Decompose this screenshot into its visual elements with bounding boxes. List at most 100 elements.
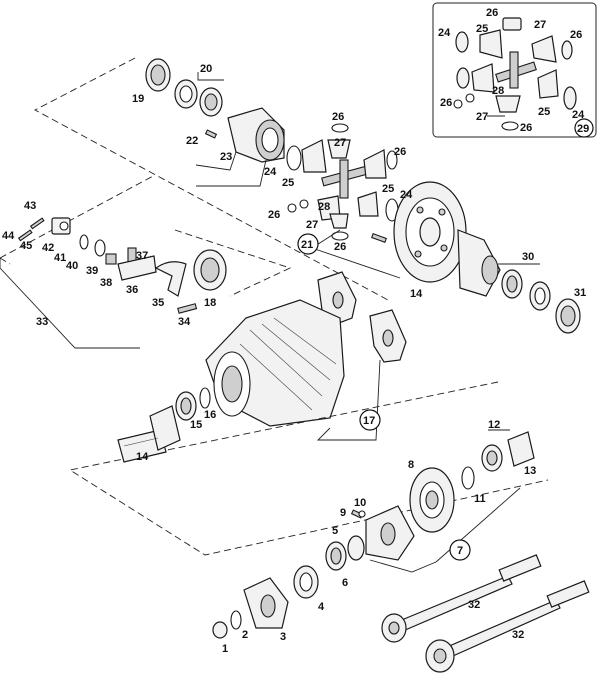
ring-gear-part-19 [145,58,171,92]
inset-label-26: 26 [570,29,582,41]
washer-right [386,150,398,170]
inset-label-24: 24 [572,109,585,121]
label-19: 19 [132,93,144,105]
label-4: 4 [318,601,325,613]
bearing-caps [317,271,407,363]
label-28: 28 [318,201,330,213]
label-7: 7 [457,545,463,557]
hub-part-7 [365,505,415,561]
inset-label-26: 26 [440,97,452,109]
label-21: 21 [301,239,313,251]
label-25: 25 [382,183,394,195]
label-6: 6 [342,577,348,589]
label-16: 16 [204,409,216,421]
inset-label-26: 26 [486,7,498,19]
label-27: 27 [334,137,346,149]
label-24: 24 [400,189,413,201]
inset-label-24: 24 [438,27,451,39]
label-31: 31 [574,287,586,299]
axle-shaft-part-32-lower [425,580,590,673]
inset-label-28: 28 [492,85,504,97]
gear-part-13 [507,431,535,467]
label-5: 5 [332,525,338,537]
differential-half-case [457,229,501,297]
label-26: 26 [334,241,346,253]
label-15: 15 [190,419,202,431]
pinion-gear-part-27 [327,139,351,159]
label-37: 37 [136,250,148,262]
cup-part-3 [243,577,289,629]
part-labels: 19 20 22 23 24 25 26 27 26 25 24 26 28 2… [2,7,594,655]
label-43: 43 [24,200,36,212]
label-32: 32 [512,629,524,641]
label-18: 18 [204,297,216,309]
label-45: 45 [20,240,32,252]
label-41: 41 [54,252,66,264]
label-2: 2 [242,629,248,641]
inset-differential-detail [432,2,597,138]
pinion-gear-part-27-lower [329,213,349,229]
upper-assembly-boundary [0,57,389,301]
label-36: 36 [126,284,138,296]
pinion-gear-right [363,149,387,179]
label-22: 22 [186,135,198,147]
inset-label-25: 25 [538,106,550,118]
label-13: 13 [524,465,536,477]
label-44: 44 [2,230,15,242]
label-26: 26 [394,146,406,158]
label-38: 38 [100,277,112,289]
label-1: 1 [222,643,228,655]
label-39: 39 [86,265,98,277]
label-9: 9 [340,507,346,519]
label-26: 26 [332,111,344,123]
label-40: 40 [66,260,78,272]
side-gear-lower [357,191,379,217]
side-gear-part-25 [301,139,327,173]
inset-label-27: 27 [534,19,546,31]
callout-17 [359,409,381,431]
label-3: 3 [280,631,286,643]
label-17: 17 [363,415,375,427]
axle-shaft-part-32-upper [381,554,542,643]
bolt-part-22 [204,129,218,139]
callout-21 [297,233,319,255]
drive-pinion-part-14 [117,405,181,463]
callout-29 [574,118,594,138]
spider-part-28 [321,159,369,199]
label-35: 35 [152,297,164,309]
label-14: 14 [410,288,423,300]
flange-part-8 [409,467,455,533]
washer-part-2 [230,610,242,630]
label-11: 11 [474,493,486,505]
washer-part-11 [461,466,475,490]
label-32: 32 [468,599,480,611]
label-24: 24 [264,166,277,178]
label-8: 8 [408,459,414,471]
ring-gear-part-31 [555,298,581,334]
thrust-washer-part-26 [331,123,349,133]
label-20: 20 [200,63,212,75]
label-42: 42 [42,242,54,254]
label-23: 23 [220,151,232,163]
inset-label-27: 27 [476,111,488,123]
label-30: 30 [522,251,534,263]
axle-housing-part-17 [205,299,345,427]
label-26: 26 [268,209,280,221]
bearing-part-20 [174,79,223,117]
bearing-part-30 [501,269,551,311]
inset-label-25: 25 [476,23,488,35]
label-12: 12 [488,419,500,431]
washer-part-10 [358,510,366,518]
label-10: 10 [354,497,366,509]
crown-wheel-part-14 [393,181,467,283]
inset-label-26: 26 [520,122,532,134]
label-29: 29 [577,123,589,135]
callout-7 [449,539,471,561]
nut-part-1 [212,621,228,639]
differential-case-part-23 [227,107,285,163]
label-14: 14 [136,451,149,463]
label-27: 27 [306,219,318,231]
washer-part-16 [199,387,211,409]
selector-assembly [17,217,292,314]
